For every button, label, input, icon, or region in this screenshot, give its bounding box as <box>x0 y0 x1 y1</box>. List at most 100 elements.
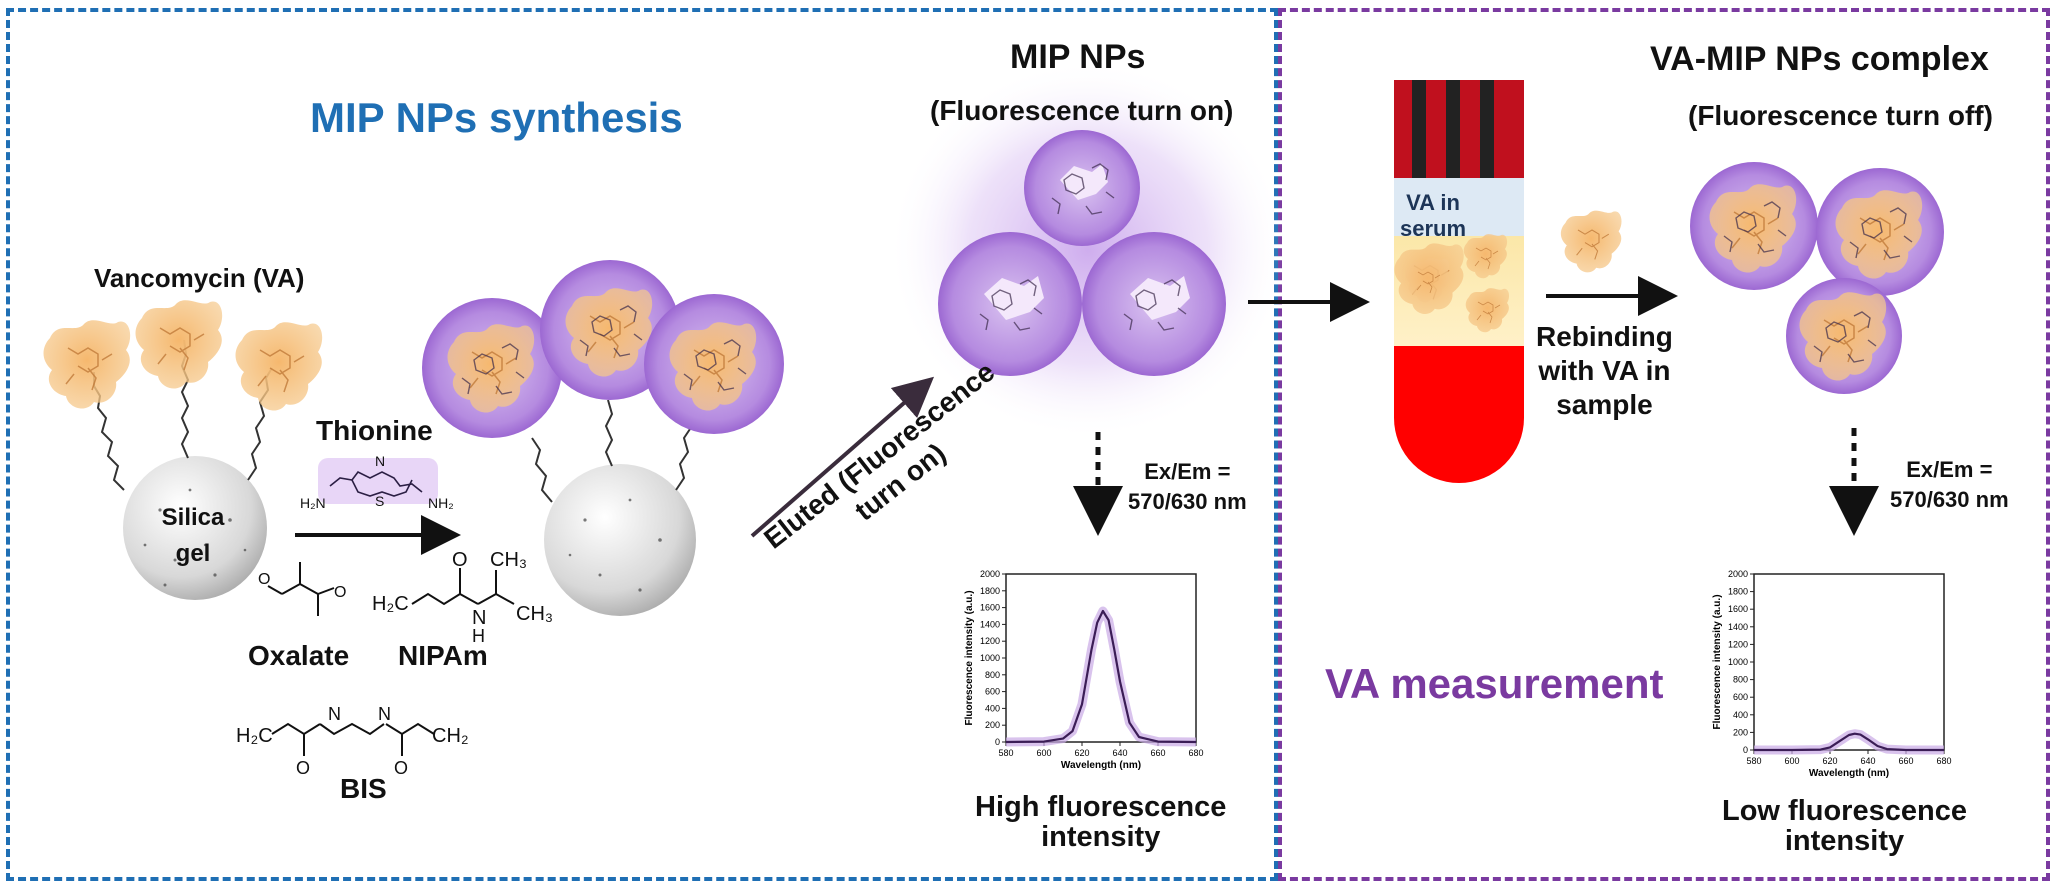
nipam-ch3-top: CH₃ <box>490 549 527 571</box>
nipam-h2c: H₂C <box>372 593 409 615</box>
y-tick-label: 400 <box>1733 710 1748 720</box>
y-tick-label: 1800 <box>1728 587 1748 597</box>
series-line <box>1005 609 1197 744</box>
x-tick-label: 600 <box>1784 756 1799 766</box>
y-tick-label: 2000 <box>980 569 1000 579</box>
bis-o-2: O <box>394 758 408 778</box>
thionine-label: Thionine <box>316 415 433 446</box>
x-tick-label: 660 <box>1150 748 1165 758</box>
bis-n-1: N <box>328 704 341 724</box>
thionine-nh2-right: NH₂ <box>428 495 454 511</box>
x-tick-label: 580 <box>998 748 1013 758</box>
high-intensity-label: High fluorescence intensity <box>975 791 1227 853</box>
complex-subtitle: (Fluorescence turn off) <box>1688 100 1993 131</box>
x-axis-label: Wavelength (nm) <box>1061 760 1141 771</box>
mip-np-empty-2 <box>938 232 1082 376</box>
bis-structure <box>271 722 435 756</box>
y-tick-label: 600 <box>985 687 1000 697</box>
nipam-h: H <box>472 626 485 646</box>
mip-coated-template-1 <box>422 298 562 438</box>
linker-chains-2 <box>531 399 693 503</box>
vancomycin-label: Vancomycin (VA) <box>94 263 305 293</box>
vancomycin-molecule <box>234 321 323 412</box>
mip-np-empty-1 <box>1024 130 1140 246</box>
y-tick-label: 200 <box>1733 727 1748 737</box>
thionine-nh2-left: H₂N <box>300 495 326 511</box>
y-tick-label: 1200 <box>980 636 1000 646</box>
x-tick-label: 620 <box>1074 748 1089 758</box>
elution-arrow <box>750 376 935 538</box>
y-tick-label: 200 <box>985 720 1000 730</box>
y-tick-label: 800 <box>1733 675 1748 685</box>
y-tick-label: 1400 <box>980 619 1000 629</box>
va-mip-complex-3 <box>1786 278 1902 394</box>
thionine-molecule <box>318 458 438 504</box>
y-tick-label: 0 <box>995 737 1000 747</box>
oxalate-structure <box>267 562 335 616</box>
x-tick-label: 640 <box>1860 756 1875 766</box>
y-tick-label: 2000 <box>1728 569 1748 579</box>
x-tick-label: 640 <box>1112 748 1127 758</box>
free-vancomycin <box>1560 210 1623 273</box>
nipam-structure <box>411 568 515 606</box>
thionine-s: S <box>375 493 384 509</box>
measurement-title: VA measurement <box>1325 660 1664 707</box>
bis-h2c: H₂C <box>236 725 273 747</box>
complex-title: VA-MIP NPs complex <box>1650 40 1989 78</box>
plot-frame <box>1005 573 1197 743</box>
plot-frame <box>1753 573 1945 751</box>
nipam-n: N <box>472 607 486 629</box>
x-tick-label: 600 <box>1036 748 1051 758</box>
oxalate-o: O <box>258 571 270 588</box>
y-tick-label: 0 <box>1743 745 1748 755</box>
silica-gel-particle-1 <box>123 456 267 600</box>
va-mip-complex-1 <box>1690 162 1818 290</box>
thionine-n: N <box>375 453 385 469</box>
silica-gel-particle-2 <box>544 464 696 616</box>
bis-label: BIS <box>340 773 387 804</box>
rebinding-label: Rebinding with VA in sample <box>1536 321 1673 420</box>
y-axis-label: Fluorescence intensity (a.u.) <box>1712 594 1723 729</box>
nipam-o: O <box>452 549 468 571</box>
oxalate-o: O <box>334 584 346 601</box>
x-tick-label: 680 <box>1936 756 1951 766</box>
x-tick-label: 580 <box>1746 756 1761 766</box>
bis-o-1: O <box>296 758 310 778</box>
synthesis-panel <box>6 8 1278 881</box>
y-tick-label: 1600 <box>980 603 1000 613</box>
y-tick-label: 1000 <box>980 653 1000 663</box>
mip-nps-title: MIP NPs <box>1010 38 1146 76</box>
bis-ch2: CH₂ <box>432 725 469 747</box>
y-tick-label: 800 <box>985 670 1000 680</box>
y-tick-label: 1800 <box>980 586 1000 596</box>
silica-gel-label: Silica gel <box>161 504 225 567</box>
oxalate-label: Oxalate <box>248 640 350 671</box>
bis-n-2: N <box>378 704 391 724</box>
mip-coated-template-3 <box>644 294 784 434</box>
va-mip-complex-2 <box>1816 168 1944 296</box>
y-tick-label: 1000 <box>1728 657 1748 667</box>
low-intensity-label: Low fluorescence intensity <box>1722 795 1967 857</box>
vancomycin-molecule <box>134 299 223 390</box>
nipam-ch3-right: CH₃ <box>516 603 553 625</box>
y-axis-label: Fluorescence intensity (a.u.) <box>964 590 975 725</box>
mip-nps-subtitle: (Fluorescence turn on) <box>930 95 1234 126</box>
measurement-panel <box>1278 8 2050 881</box>
x-tick-label: 660 <box>1898 756 1913 766</box>
y-tick-label: 400 <box>985 703 1000 713</box>
nipam-label: NIPAm <box>398 640 488 671</box>
mip-np-empty-3 <box>1082 232 1226 376</box>
va-serum-label: VA in serum <box>1400 190 1467 241</box>
exem-label-right: Ex/Em = 570/630 nm <box>1890 457 2009 512</box>
y-tick-label: 600 <box>1733 692 1748 702</box>
series-line <box>1754 732 1944 752</box>
y-tick-label: 1600 <box>1728 604 1748 614</box>
x-axis-label: Wavelength (nm) <box>1809 768 1889 779</box>
vancomycin-molecule <box>42 319 131 410</box>
y-tick-label: 1400 <box>1728 622 1748 632</box>
y-tick-label: 1200 <box>1728 639 1748 649</box>
synthesis-title: MIP NPs synthesis <box>310 94 683 141</box>
